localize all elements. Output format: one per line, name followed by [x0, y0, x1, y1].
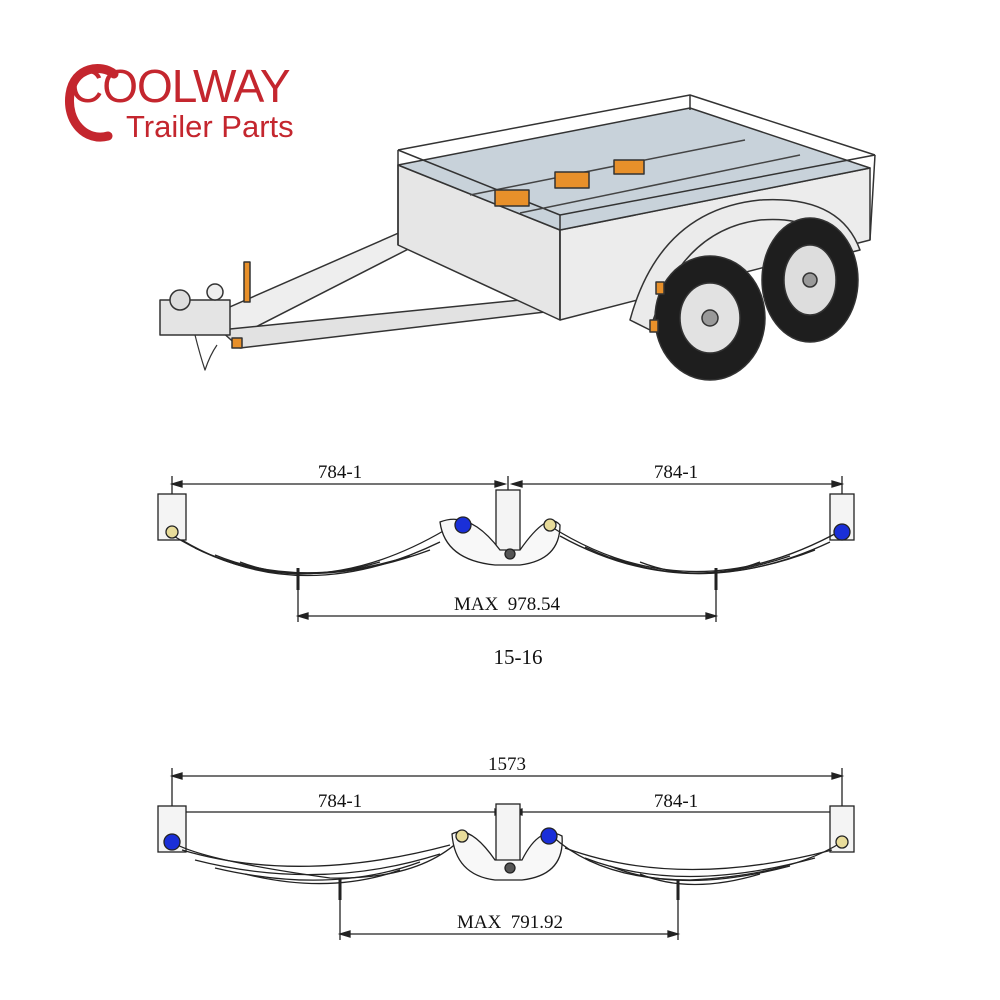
trailer-illustration: [159, 94, 876, 381]
rocker-bushing-blue: [454, 516, 472, 534]
spring-diagram-bottom: 1573 784-1 784-1 MAX 791.92: [157, 754, 855, 940]
logo-main-text: COOLWAY: [70, 60, 291, 112]
leaf-spring-left: [171, 837, 463, 879]
diagram-caption: 15-16: [494, 645, 543, 669]
logo-sub-text: Trailer Parts: [126, 109, 294, 144]
dimension-label-max: MAX 791.92: [457, 912, 563, 933]
dimension-label-overall: 1573: [488, 754, 526, 775]
side-marker-light: [649, 319, 659, 333]
rocker-bushing-yellow: [543, 518, 557, 532]
rear-eye-bushing-yellow: [835, 835, 849, 849]
suspension-hanger: [613, 159, 645, 175]
side-marker-light: [655, 281, 665, 295]
rocker-bushing: [455, 829, 469, 843]
equaliser-rocker: [439, 518, 561, 566]
dimension-label-left: 784-1: [318, 462, 362, 483]
safety-chain: [194, 334, 218, 371]
suspension-hanger: [554, 171, 590, 189]
suspension-hanger: [494, 189, 530, 207]
leaf-spring-right: [549, 525, 843, 573]
rocker-bushing-blue: [540, 827, 558, 845]
mudguard: [629, 198, 861, 331]
dimension-label-right: 784-1: [654, 462, 698, 483]
spring-diagram-top: 784-1 784-1 MAX 978.54 15-16: [157, 462, 855, 669]
front-eye-bushing: [165, 525, 179, 539]
leaf-spring-left: [171, 529, 446, 575]
front-reflector: [231, 337, 243, 349]
rear-eye-bushing-blue: [833, 523, 851, 541]
front-eye-bushing-blue: [163, 833, 181, 851]
logo-c-swoosh: [65, 64, 119, 142]
dimension-label-max: MAX 978.54: [454, 594, 561, 615]
dimension-label-right: 784-1: [654, 791, 698, 812]
coupling-head: [159, 299, 231, 336]
coolway-logo: COOLWAY Trailer Parts: [62, 62, 332, 152]
equaliser-rocker: [451, 831, 563, 881]
dimension-label-left: 784-1: [318, 791, 362, 812]
handbrake-lever: [243, 261, 251, 303]
